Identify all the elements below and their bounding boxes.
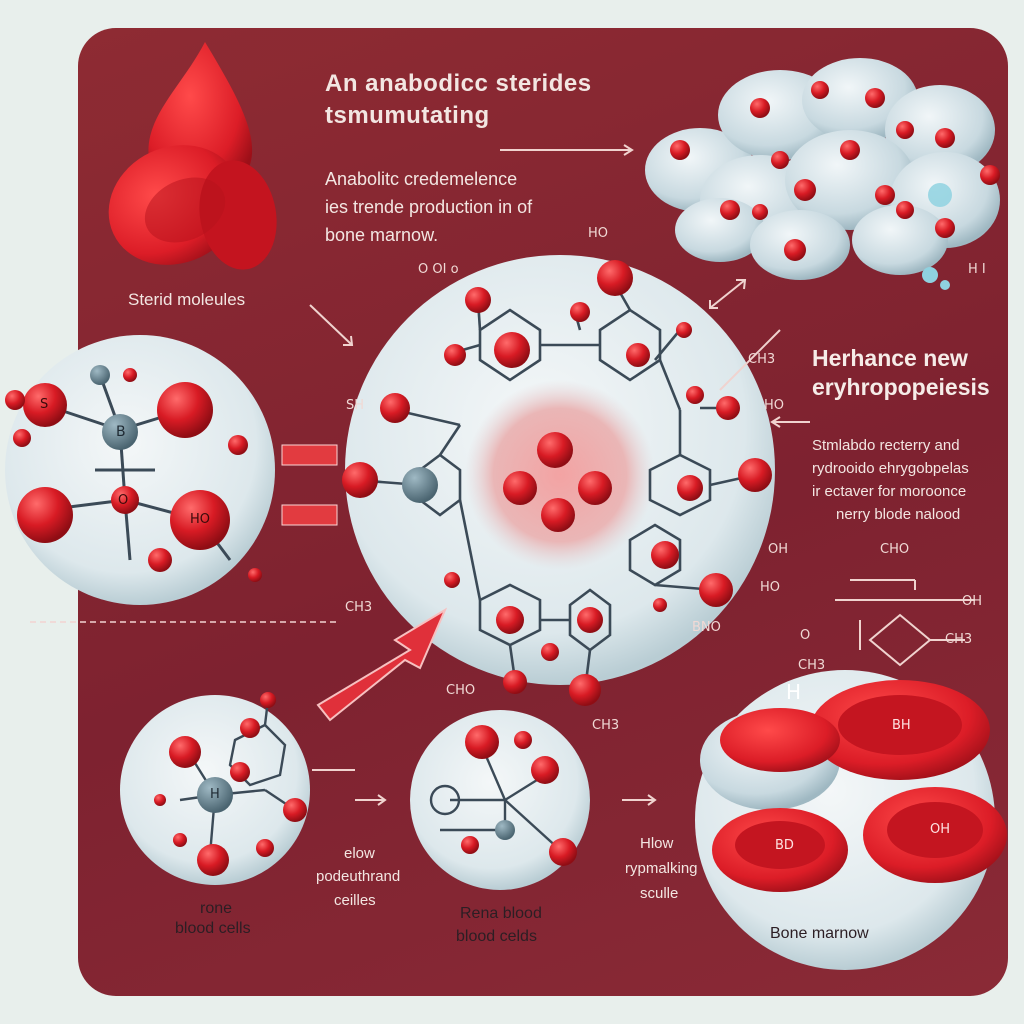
chem-ch3-left: CH3 [345,600,373,615]
right-heading-line2: eryhropopeiesis [812,374,990,400]
chem-cho: CHO [446,683,476,698]
chem-b-atom: B [116,424,126,440]
bottom-left-bubble [120,692,310,885]
right-mid-line2: rypmalking [625,860,698,877]
chem-h-top-right: H I [968,262,986,277]
blood-drop-group [108,42,277,270]
right-text-line4: nerry blode nalood [836,506,961,523]
chem-ho-atom: HO [190,512,211,527]
intro-line2: ies trende production in of [325,197,533,217]
chem-bh: BH [892,718,911,733]
chem-ho-top: HO [588,226,609,241]
chem-ch3-formula: CH3 [945,632,973,647]
chem-ho-right: HO [764,398,785,413]
chem-ho-right2: HO [760,580,781,595]
chem-b-cell: BD [775,838,794,853]
chem-s-atom: S [40,397,49,412]
intro-line1: Anabolitc credemelence [325,169,518,189]
right-mid-line1: Hlow [640,835,674,852]
chem-oh-top: O OI o [418,262,459,277]
bottom-mid-bubble [410,710,590,890]
right-formula [835,579,975,667]
bone-marrow-label: Bone marnow [770,925,869,942]
chem-bno: BNO [692,620,721,635]
right-text-line3: ir ectaver for moroonce [812,483,967,500]
main-heading-line1: An anabodicc sterides [325,70,592,97]
right-heading-line1: Herhance new [812,345,968,371]
right-mid-line3: sculle [640,885,679,902]
chem-h-atom: H [210,787,220,802]
red-tags [281,444,338,526]
chem-oh-formula: OH [962,594,983,609]
chem-o-formula: O [800,628,811,643]
chem-oh-right: OH [768,542,789,557]
intro-line3: bone marnow. [325,225,439,245]
central-molecule-bubble [342,255,775,706]
big-red-arrow [316,607,448,722]
rbc-mid-label-line1: Rena blood [460,905,542,922]
mid-text-line3: ceilles [334,892,376,909]
chem-ch3-formula2: CH3 [798,658,826,673]
right-text-line1: Stmlabdo recterry and [812,437,960,454]
white-cell-cluster [645,58,1000,290]
chem-sh-left: SH [346,398,365,413]
steroid-label: Sterid moleules [128,290,246,309]
left-molecule-bubble [5,335,275,605]
bottom-right-rbc-bubble [695,670,1007,970]
mid-text-line1: elow [344,845,375,862]
mid-text-line2: podeuthrand [316,868,401,885]
main-heading-line2: tsmumutating [325,102,490,129]
chem-ch-small: CHO [880,542,910,557]
chem-oh-cell: OH [930,822,951,837]
rbc-left-label-line2: blood cells [175,920,251,937]
rbc-left-label-line1: rone [200,900,233,917]
rbc-mid-label-line2: blood celds [456,928,537,945]
chem-o-atom: O [118,493,129,508]
connector-arrows [309,144,810,806]
right-text-line2: rydrooido ehrygobpelas [812,460,969,477]
chem-ch3-right: CH3 [748,352,776,367]
chem-h-cell: H [786,680,802,704]
chem-ch3-mid: CH3 [592,718,620,733]
